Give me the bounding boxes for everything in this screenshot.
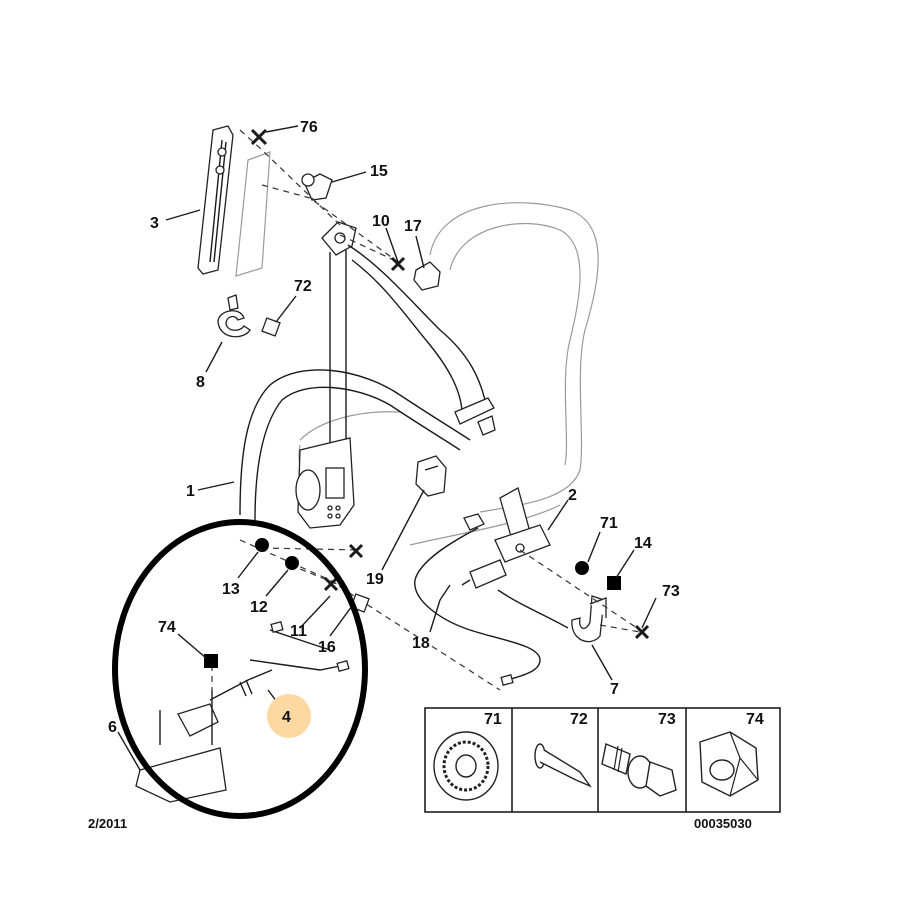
callout-73: 73 [662,583,680,600]
screw-icon [601,743,677,797]
height-adjuster-rail [197,125,271,277]
callout-10: 10 [372,213,390,230]
callout-19: 19 [366,571,384,588]
callout-2: 2 [568,487,577,504]
small-parts [135,173,607,803]
belt-webbing [239,221,496,521]
retractor [295,437,355,529]
callout-6: 6 [108,719,117,736]
callout-76: 76 [300,119,318,136]
callout-7: 7 [610,681,619,698]
serrated-washer-icon [433,731,499,801]
rivet-icon [534,743,593,788]
callout-18: 18 [412,635,430,652]
legend-label-74: 74 [746,711,764,728]
callout-12: 12 [250,599,268,616]
callout-71: 71 [600,515,618,532]
dashed-leader-lines [211,129,641,700]
fastener-legend: 71 72 73 74 [424,707,781,813]
seat-outline [298,202,599,546]
legend-label-72: 72 [570,711,588,728]
callout-74: 74 [158,619,176,636]
callout-3: 3 [150,215,159,232]
callout-numbers: 76 15 3 10 17 72 8 1 2 71 14 13 12 19 73… [108,119,680,736]
callout-1: 1 [186,483,195,500]
highlight-ellipse [112,519,368,819]
callout-72: 72 [294,278,312,295]
callout-8: 8 [196,374,205,391]
wiring-harness [209,527,569,701]
fastener-symbols [204,128,650,668]
legend-label-71: 71 [484,711,502,728]
footer-reference: 00035030 [694,816,752,831]
callout-leader-lines [117,125,657,771]
highlight-marker [267,694,311,738]
buckle-cover [415,455,447,497]
nut-icon [699,731,759,797]
callout-15: 15 [370,163,388,180]
callout-16: 16 [318,639,336,656]
callout-4: 4 [282,709,291,726]
callout-13: 13 [222,581,240,598]
callout-17: 17 [404,218,422,235]
callout-14: 14 [634,535,652,552]
buckle-stalk [461,487,551,589]
footer-date: 2/2011 [88,816,127,831]
legend-label-73: 73 [658,711,676,728]
callout-11: 11 [290,623,307,640]
